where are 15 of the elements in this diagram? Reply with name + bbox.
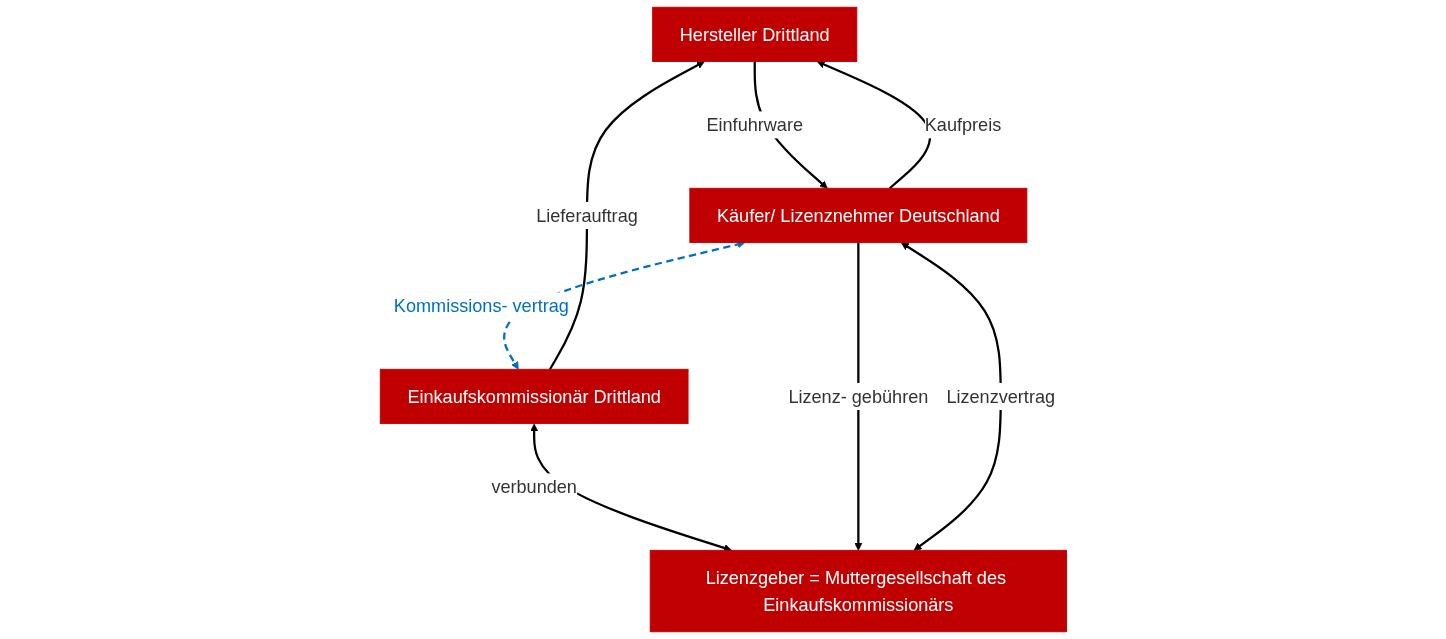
edge-label: Lieferauftrag (535, 205, 638, 226)
arrow (548, 61, 705, 370)
node-box: Käufer/ Lizenznehmer Deutschland (688, 187, 1027, 244)
edge-label: Lizenzvertrag (946, 386, 1055, 407)
edge-label: Kaufpreis (924, 114, 1001, 135)
arrow (816, 60, 931, 190)
edge-label: Kommissions- vertrag (393, 295, 569, 316)
node-box: Einkaufskommissionär Drittland (379, 368, 689, 425)
arrow (900, 242, 1002, 551)
edge-label: verbunden (490, 476, 577, 497)
node-box: Lizenzgeber = Muttergesellschaft des Einkaufskommissionärs (649, 549, 1067, 633)
edge-label: Einfuhrware (706, 114, 803, 135)
arrow (854, 242, 862, 551)
node-box: Hersteller Drittland (651, 6, 857, 62)
edge-label: Lizenz- gebühren (788, 386, 928, 407)
